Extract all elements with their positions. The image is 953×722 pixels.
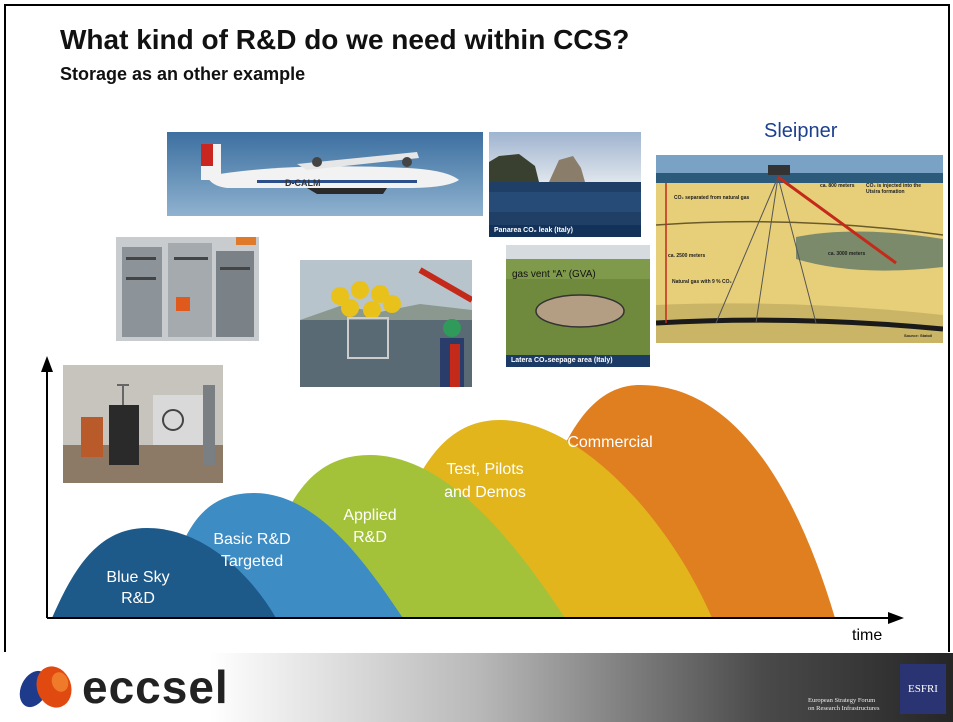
stage-basic-label-line2: Targeted [221, 553, 283, 570]
latera-photo: gas vent “A” (GVA) Latera CO₂seepage are… [506, 245, 650, 367]
panarea-photo: Panarea CO₂ leak (Italy) [489, 132, 641, 237]
sleipner-label-800m: ca. 800 meters [820, 183, 855, 189]
sleipner-label-separated: CO₂ separated from natural gas [674, 195, 750, 201]
sleipner-label-natural-gas: Natural gas with 9 % CO₂ [672, 279, 732, 285]
stage-basic-label-line1: Basic R&D [213, 531, 290, 548]
sleipner-label-2500m: ca. 2500 meters [668, 253, 706, 259]
stage-test-label-line2: and Demos [444, 484, 526, 501]
esfri-text: European Strategy Forum on Research Infr… [808, 697, 879, 713]
slide-title: What kind of R&D do we need within CCS? [60, 24, 630, 55]
footer-bar [0, 653, 953, 722]
x-axis-label: time [852, 627, 883, 644]
underwater-instrument-photo [300, 260, 472, 387]
stage-blue-sky-label-line2: R&D [121, 590, 155, 607]
frame-right-line [948, 4, 950, 652]
panarea-caption: Panarea CO₂ leak (Italy) [494, 227, 573, 234]
esfri-line2: on Research Infrastructures [808, 705, 880, 712]
esfri-badge: ESFRI [900, 664, 946, 714]
stage-commercial-label: Commercial [567, 434, 652, 451]
frame-top-line [4, 4, 950, 6]
aircraft-photo: D-CALM [167, 132, 483, 216]
sleipner-label: Sleipner [764, 120, 838, 142]
lab-bench-photo [63, 365, 223, 483]
gas-vent-label: gas vent “A” (GVA) [512, 269, 596, 280]
y-axis-arrow [41, 356, 53, 372]
stage-applied-label-line2: R&D [353, 529, 387, 546]
x-axis-arrow [888, 612, 904, 624]
sleipner-label-injected: CO₂ is injected into the Utsira formatio… [866, 183, 922, 195]
stage-applied-label-line1: Applied [343, 507, 396, 524]
sleipner-label-source: Source: Statoil [904, 333, 933, 338]
stage-blue-sky-label-line1: Blue Sky [106, 569, 169, 586]
stage-blue-sky-shape [52, 528, 276, 618]
stage-test-label-line1: Test, Pilots [446, 461, 523, 478]
sleipner-label-3000m: ca. 3000 meters [828, 251, 866, 257]
esfri-line1: European Strategy Forum [808, 697, 876, 704]
eccsel-logo-icon [19, 666, 72, 708]
sleipner-cross-section: CO₂ separated from natural gas ca. 800 m… [656, 155, 943, 343]
lab-equipment-photo [116, 237, 259, 341]
slide-subtitle: Storage as an other example [60, 64, 306, 84]
frame-left-line [4, 4, 6, 652]
latera-caption: Latera CO₂seepage area (Italy) [511, 357, 613, 364]
eccsel-logo-text: eccsel [82, 661, 229, 713]
aircraft-registration: D-CALM [285, 178, 321, 188]
